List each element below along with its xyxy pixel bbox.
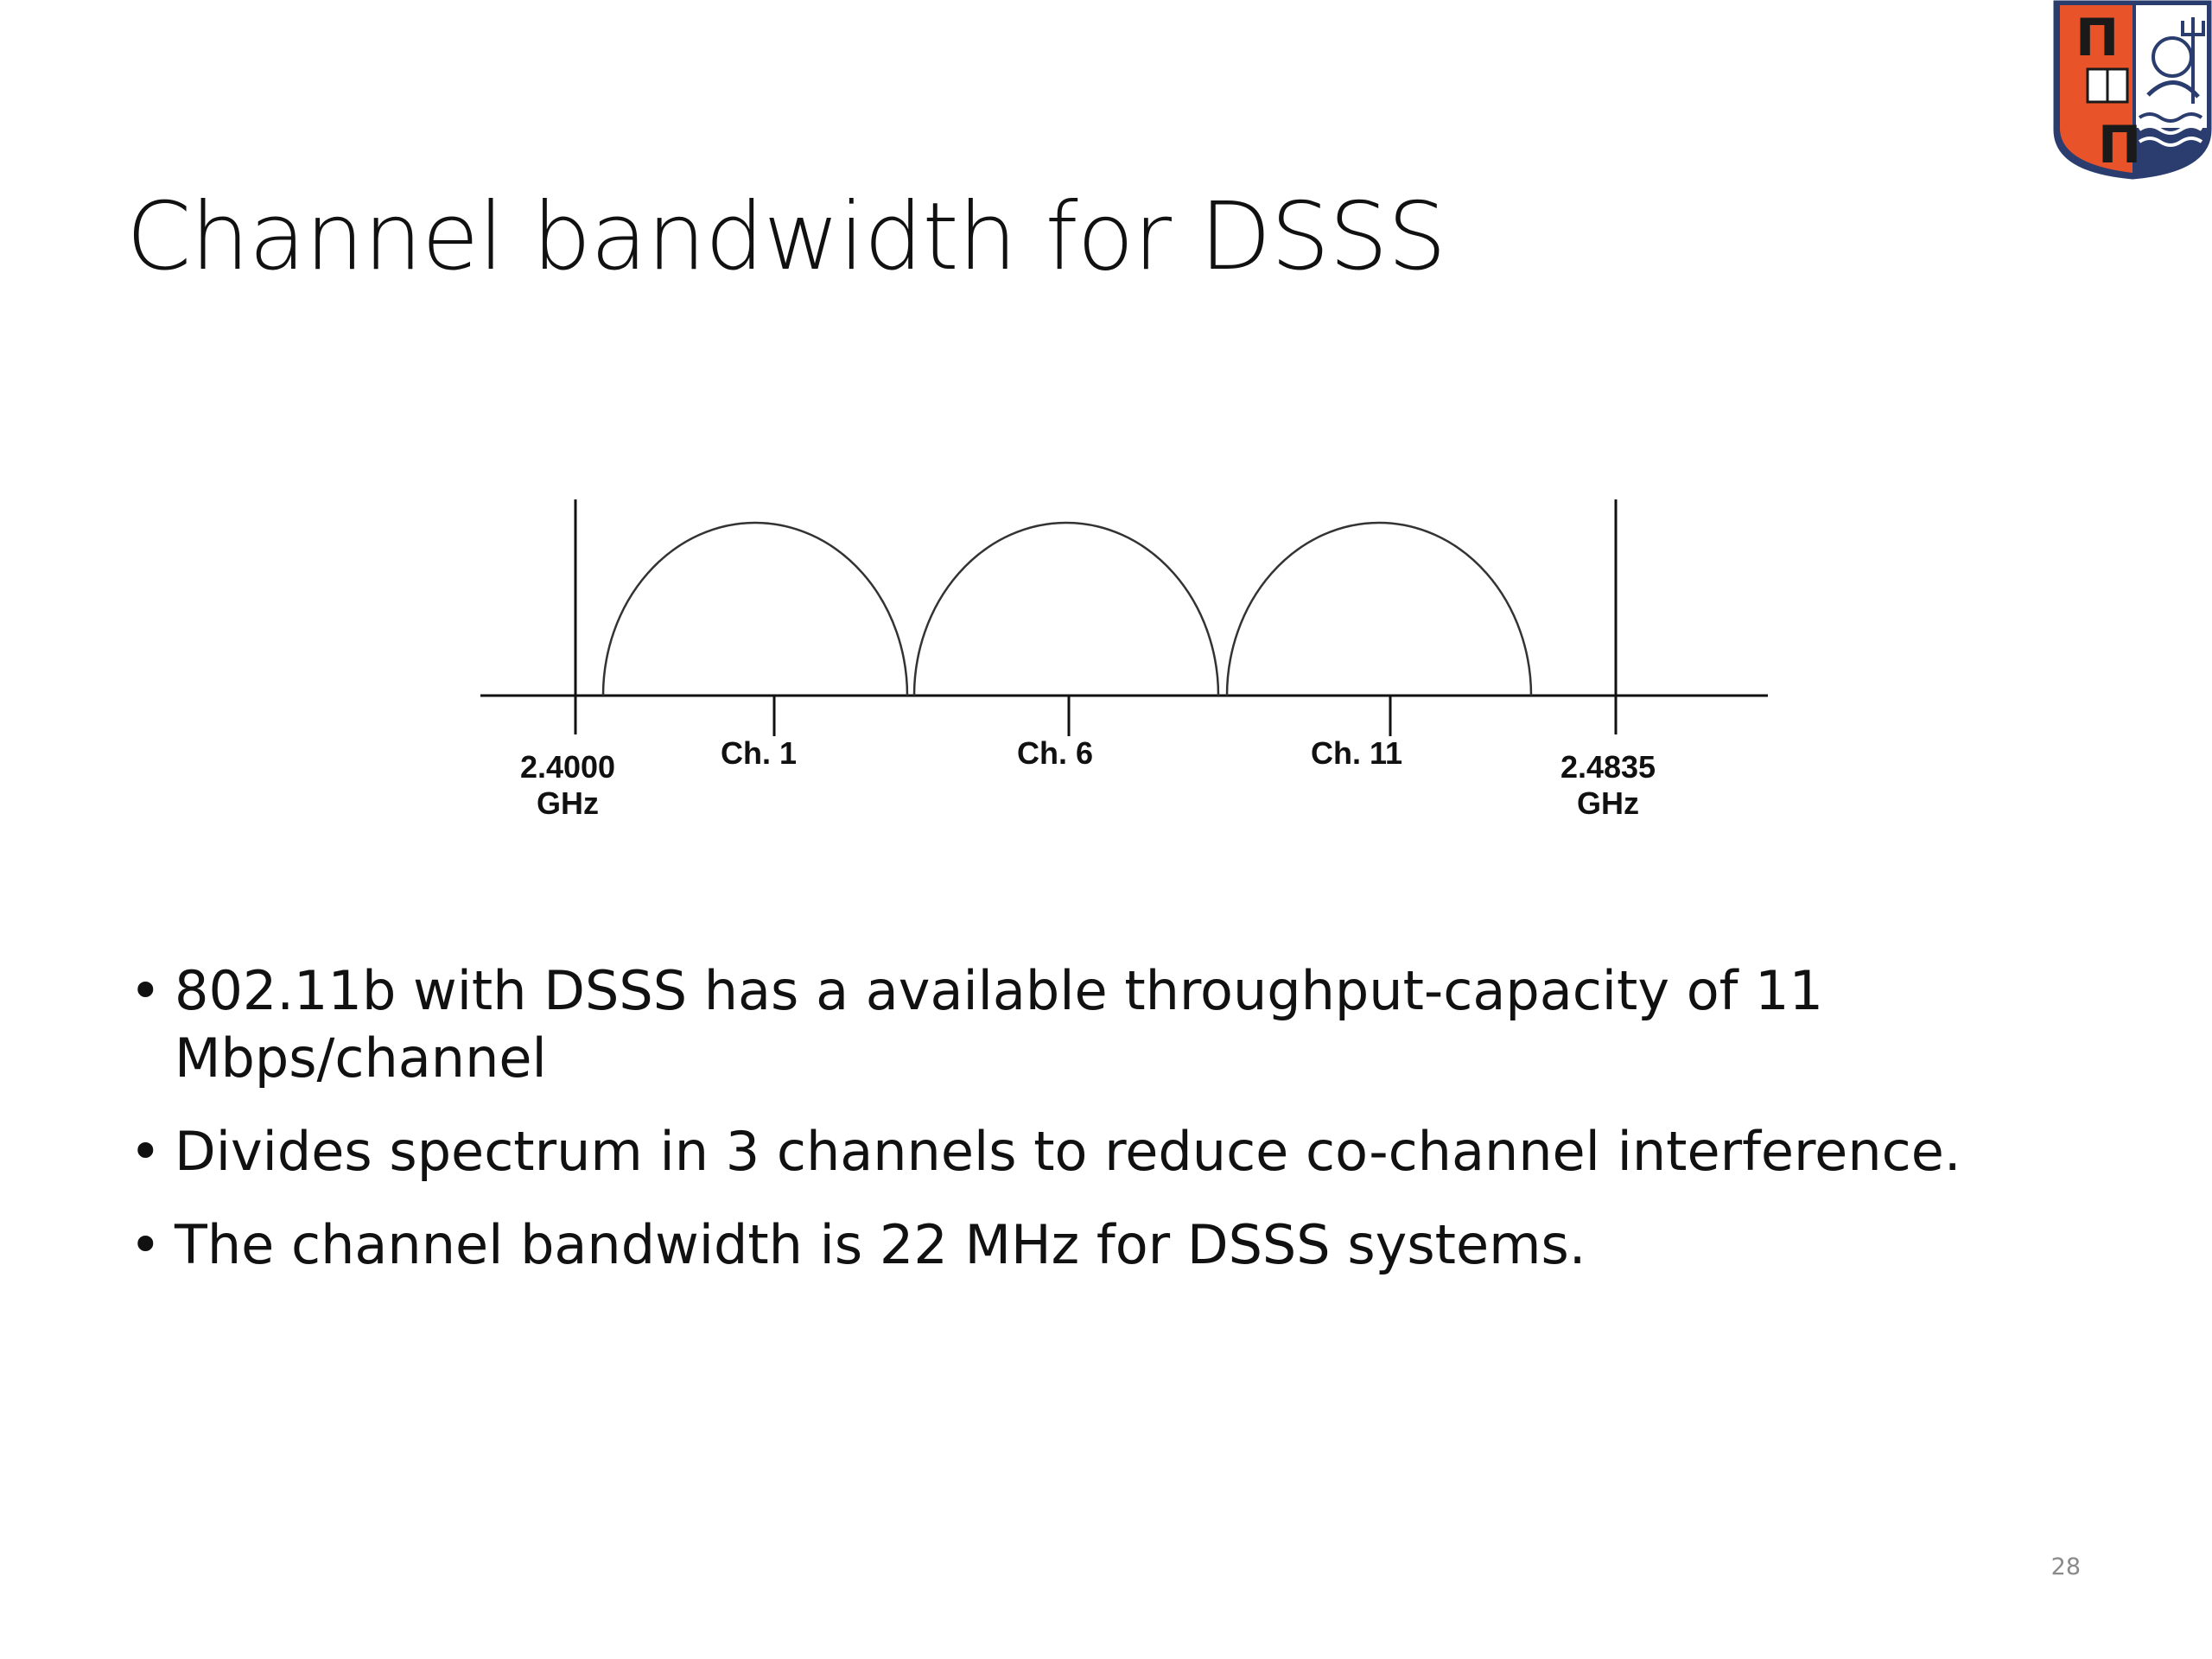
page-number: 28 <box>2050 1554 2081 1580</box>
bullet-item: • 802.11b with DSSS has a available thro… <box>130 957 2074 1092</box>
bullet-text: 802.11b with DSSS has a available throug… <box>175 959 1824 1090</box>
university-crest-icon: Π Π <box>2053 0 2212 181</box>
band-start-value: 2.4000 <box>520 749 615 785</box>
bullet-text: Divides spectrum in 3 channels to reduce… <box>175 1120 1961 1183</box>
bullet-item: • Divides spectrum in 3 channels to redu… <box>130 1118 2074 1185</box>
bullet-text: The channel bandwidth is 22 MHz for DSSS… <box>175 1213 1586 1276</box>
slide-title: Channel bandwidth for DSSS <box>126 183 1446 291</box>
bullet-list: • 802.11b with DSSS has a available thro… <box>130 957 2074 1305</box>
bullet-marker: • <box>130 959 162 1022</box>
channel-6-label: Ch. 6 <box>1017 735 1093 771</box>
channel-1-lobe <box>601 521 909 696</box>
band-end-unit: GHz <box>1577 785 1639 821</box>
channel-11-lobe <box>1225 521 1533 696</box>
channel-11-label: Ch. 11 <box>1311 735 1402 771</box>
bullet-item: • The channel bandwidth is 22 MHz for DS… <box>130 1211 2074 1279</box>
crest-glyph-top: Π <box>2075 8 2119 68</box>
bullet-marker: • <box>130 1213 162 1276</box>
crest-glyph-bottom: Π <box>2098 115 2141 175</box>
bullet-marker: • <box>130 1120 162 1183</box>
channel-6-lobe <box>912 521 1220 696</box>
band-start-unit: GHz <box>537 785 599 821</box>
channel-diagram: Ch. 1 Ch. 6 Ch. 11 2.4000 GHz 2.4835 GHz <box>467 484 1780 847</box>
channel-1-label: Ch. 1 <box>721 735 797 771</box>
band-end-value: 2.4835 <box>1560 749 1656 785</box>
